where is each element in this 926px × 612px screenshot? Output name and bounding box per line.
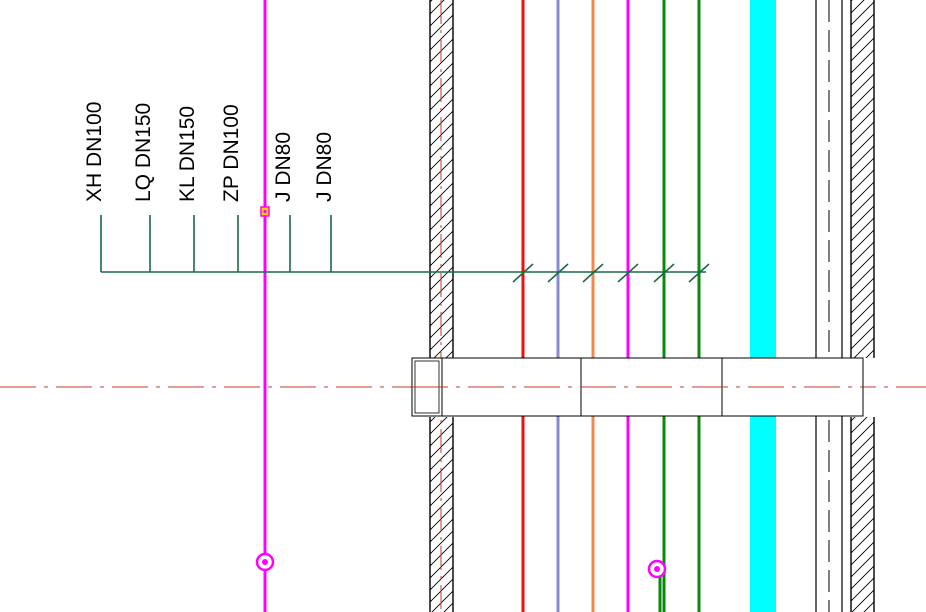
pipe-label-zp: ZP DN100	[220, 104, 243, 202]
inner-wall-lines	[815, 0, 843, 612]
riser-fitting-right	[647, 559, 667, 579]
left-wall	[429, 0, 454, 612]
pipe-label-xh: XH DN100	[83, 102, 106, 202]
leader-lines	[100, 215, 706, 273]
pipe-labels: XH DN100 LQ DN150 KL DN150 ZP DN100 J DN…	[83, 102, 336, 202]
pipe-label-kl: KL DN150	[176, 106, 199, 202]
pipe-cyan	[750, 0, 776, 612]
pipe-label-j1: J DN80	[272, 132, 295, 202]
riser-fitting-left	[255, 552, 275, 572]
pipe-label-j2: J DN80	[313, 132, 336, 202]
right-wall	[850, 0, 875, 612]
pipe-label-lq: LQ DN150	[132, 103, 155, 202]
beam-box	[411, 357, 864, 417]
valve-marker	[260, 206, 270, 217]
leader-ticks	[512, 263, 710, 283]
vertical-pipes	[263, 0, 776, 612]
